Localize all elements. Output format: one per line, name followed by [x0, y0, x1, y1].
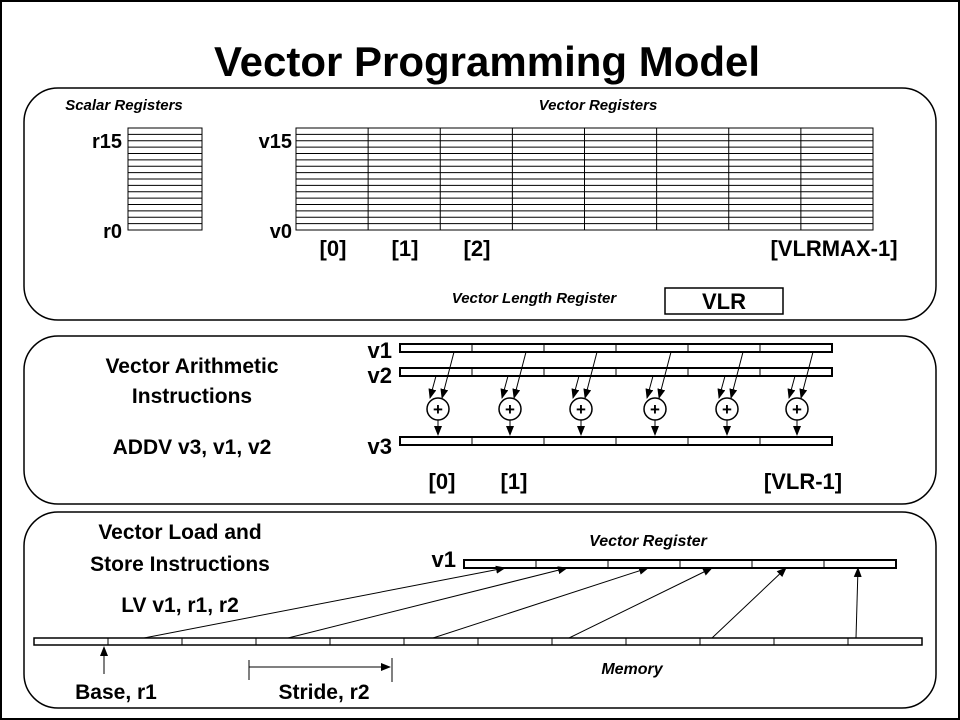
ls-heading-line1: Vector Load and [98, 521, 261, 544]
vector-element-label-2: [2] [464, 236, 491, 261]
v2-operand-arrow [428, 375, 437, 399]
v1-operand-arrow [512, 351, 527, 399]
v1-operand-arrow [799, 351, 814, 399]
adder-symbol: + [433, 400, 443, 419]
scalar-register-file [127, 127, 203, 231]
load-store-panel [23, 511, 937, 709]
adder-symbol: + [722, 400, 732, 419]
adder-symbol: + [792, 400, 802, 419]
scalar-registers-heading: Scalar Registers [65, 97, 183, 114]
slide-title: Vector Programming Model [214, 38, 760, 85]
register-file-panel [23, 87, 937, 321]
arith-element-label-0: [0] [429, 469, 456, 494]
v2-operand-arrow [645, 375, 654, 399]
v2-operand-arrow [500, 375, 509, 399]
strided-load-arrow [143, 565, 506, 639]
v1-operand-arrow [729, 351, 744, 399]
arith-heading-line2: Instructions [132, 385, 252, 408]
arith-v1-label: v1 [368, 338, 392, 363]
v1-operand-arrow [657, 351, 672, 399]
v2-operand-arrow [787, 375, 796, 399]
memory-caption: Memory [601, 661, 663, 678]
adder-symbol: + [576, 400, 586, 419]
strided-load-arrow [568, 567, 713, 639]
arith-v2-label: v2 [368, 363, 392, 388]
scalar-register-rows [128, 133, 202, 225]
strided-load-datapath [33, 559, 923, 682]
arith-element-label-1: [1] [501, 469, 528, 494]
vector-element-label-1: [1] [392, 236, 419, 261]
adder-symbol: + [505, 400, 515, 419]
v2-operand-arrow [717, 375, 726, 399]
strided-load-arrow [711, 567, 787, 639]
addv-instruction: ADDV v3, v1, v2 [113, 436, 272, 459]
vector-element-label-last: [VLRMAX-1] [770, 236, 897, 261]
vector-register-file [295, 127, 874, 231]
stride-label: Stride, r2 [278, 681, 369, 704]
arithmetic-panel [23, 335, 937, 505]
arith-element-label-last: [VLR-1] [764, 469, 842, 494]
vlr-box [664, 287, 784, 315]
vector-element-label-0: [0] [320, 236, 347, 261]
strided-load-arrow [287, 566, 568, 639]
vlr-box-label: VLR [702, 289, 746, 314]
strided-load-arrow [853, 567, 862, 639]
v1-operand-arrow [440, 351, 455, 399]
v2-operand-arrow [571, 375, 580, 399]
vector-registers-heading: Vector Registers [539, 97, 658, 114]
ls-v1-label: v1 [432, 547, 456, 572]
strided-load-arrow [432, 566, 649, 639]
v1-operand-arrow [583, 351, 598, 399]
arith-heading-line1: Vector Arithmetic [105, 355, 278, 378]
vector-register-grid [296, 128, 873, 230]
adder-symbol: + [650, 400, 660, 419]
vector-reg-top-label: v15 [259, 131, 292, 153]
base-label: Base, r1 [75, 681, 157, 704]
scalar-reg-top-label: r15 [92, 131, 122, 153]
ls-heading-line2: Store Instructions [90, 553, 270, 576]
vlr-caption: Vector Length Register [452, 290, 618, 307]
vector-add-datapath: + + + + + + [399, 343, 833, 446]
arith-v3-label: v3 [368, 434, 392, 459]
vector-reg-bottom-label: v0 [270, 221, 292, 243]
scalar-reg-bottom-label: r0 [103, 221, 122, 243]
ls-vector-register-caption: Vector Register [589, 533, 707, 550]
lv-instruction: LV v1, r1, r2 [121, 594, 239, 617]
